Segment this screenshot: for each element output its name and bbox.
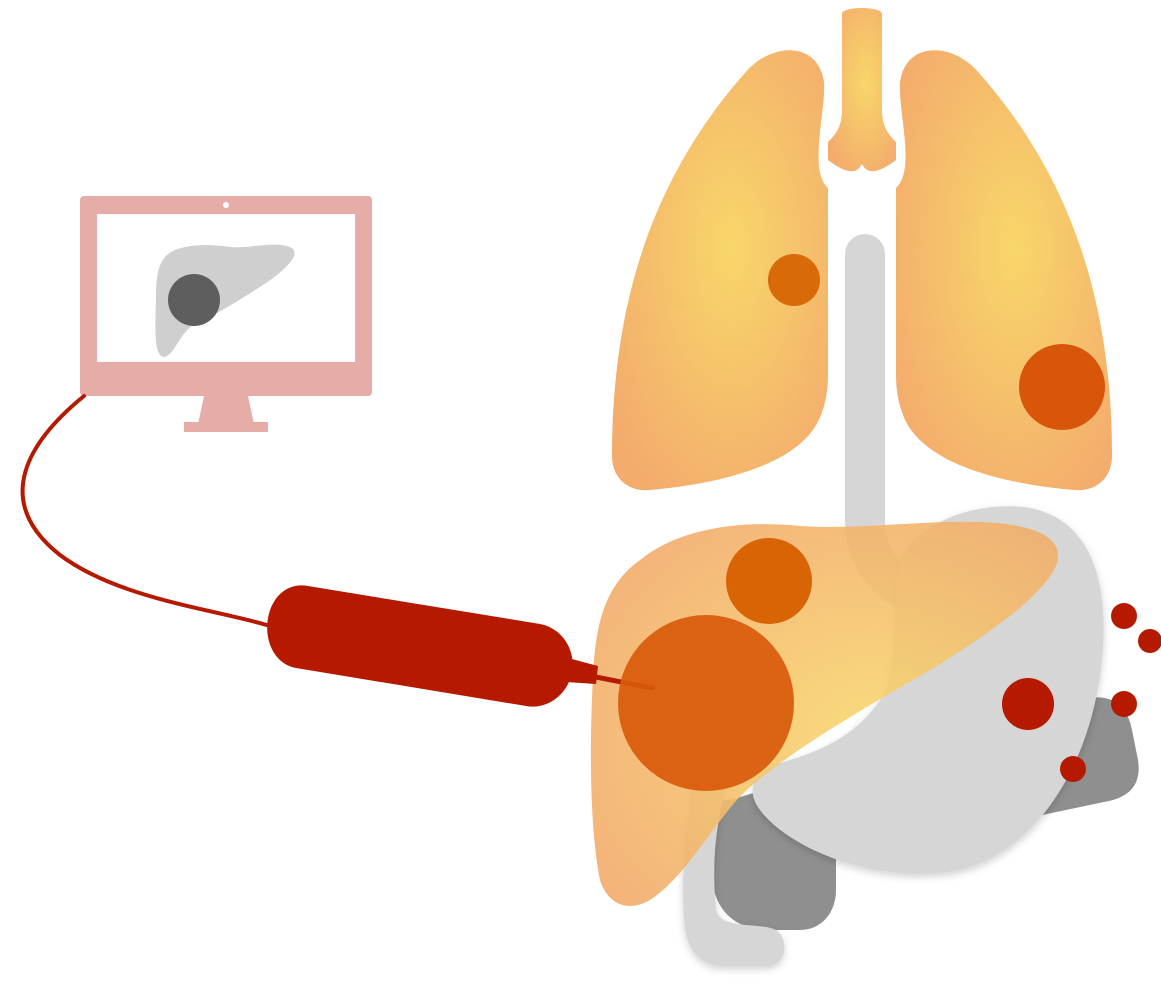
- trachea-icon: [828, 8, 896, 171]
- lymph-node-marker: [1060, 756, 1086, 782]
- monitor-icon: [80, 196, 372, 432]
- lymph-node-marker: [1111, 691, 1137, 717]
- lesion-marker: [768, 254, 820, 306]
- tumor-icon: [168, 274, 220, 326]
- lymph-node-marker: [1111, 603, 1137, 629]
- lymph-node-marker: [1002, 678, 1054, 730]
- lesion-marker: [618, 615, 794, 791]
- lesion-marker: [726, 538, 812, 624]
- lymph-node-marker: [1138, 629, 1161, 653]
- lesion-marker: [1019, 344, 1105, 430]
